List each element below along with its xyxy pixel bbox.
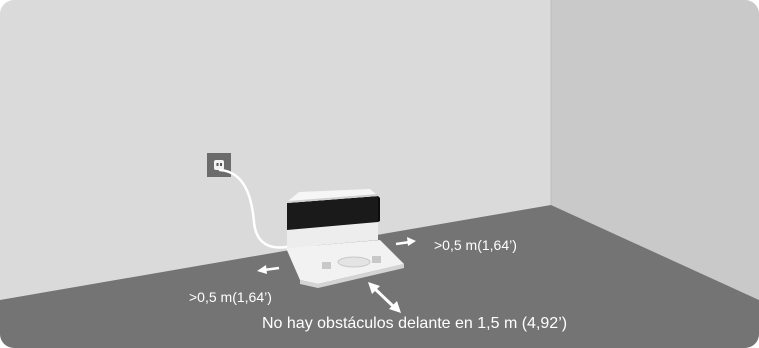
wall-outlet-icon [207,153,231,177]
arrow-right-icon [395,237,416,246]
power-cable-icon [218,168,298,249]
clearance-left-label: >0,5 m(1,64’) [189,289,272,305]
arrow-front-icon [368,282,401,313]
clearance-right-label: >0,5 m(1,64’) [434,237,517,253]
floor [0,205,759,348]
side-wall [551,0,759,300]
arrow-left-icon [257,265,280,274]
charging-dock-icon [286,189,404,288]
clearance-front-label: No hay obstáculos delante en 1,5 m (4,92… [262,315,568,332]
